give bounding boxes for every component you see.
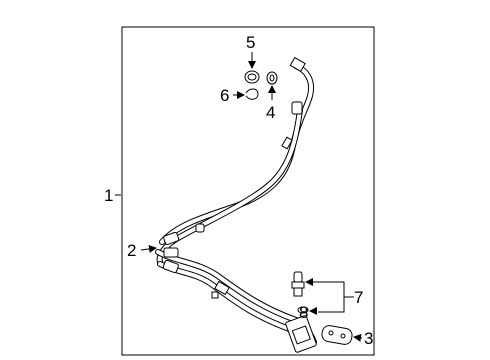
upper-fitting xyxy=(281,56,306,150)
leader-2 xyxy=(140,244,157,253)
leader-3 xyxy=(353,333,363,342)
left-connectors xyxy=(162,223,205,274)
gasket-part-3 xyxy=(321,325,353,345)
callout-3: 3 xyxy=(364,329,373,348)
callout-2: 2 xyxy=(127,241,136,260)
callout-5: 5 xyxy=(246,33,255,52)
callout-6: 6 xyxy=(220,86,229,105)
callout-8: 8 xyxy=(299,303,308,322)
callout-7: 7 xyxy=(354,288,363,307)
o-ring-part-4 xyxy=(266,71,278,85)
leader-7 xyxy=(318,281,345,313)
callout-4: 4 xyxy=(266,103,275,122)
clip-part-6 xyxy=(245,88,259,100)
lower-bracket xyxy=(285,315,317,353)
cooler-line-return-2 xyxy=(157,261,295,333)
seal-part-8 xyxy=(297,306,309,314)
callout-1: 1 xyxy=(104,186,113,205)
valve-part-7 xyxy=(291,271,305,297)
mid-clamp xyxy=(211,280,230,299)
cooler-line-lower xyxy=(156,107,303,265)
assembly-frame xyxy=(121,26,375,356)
cap-part-5 xyxy=(244,70,260,84)
